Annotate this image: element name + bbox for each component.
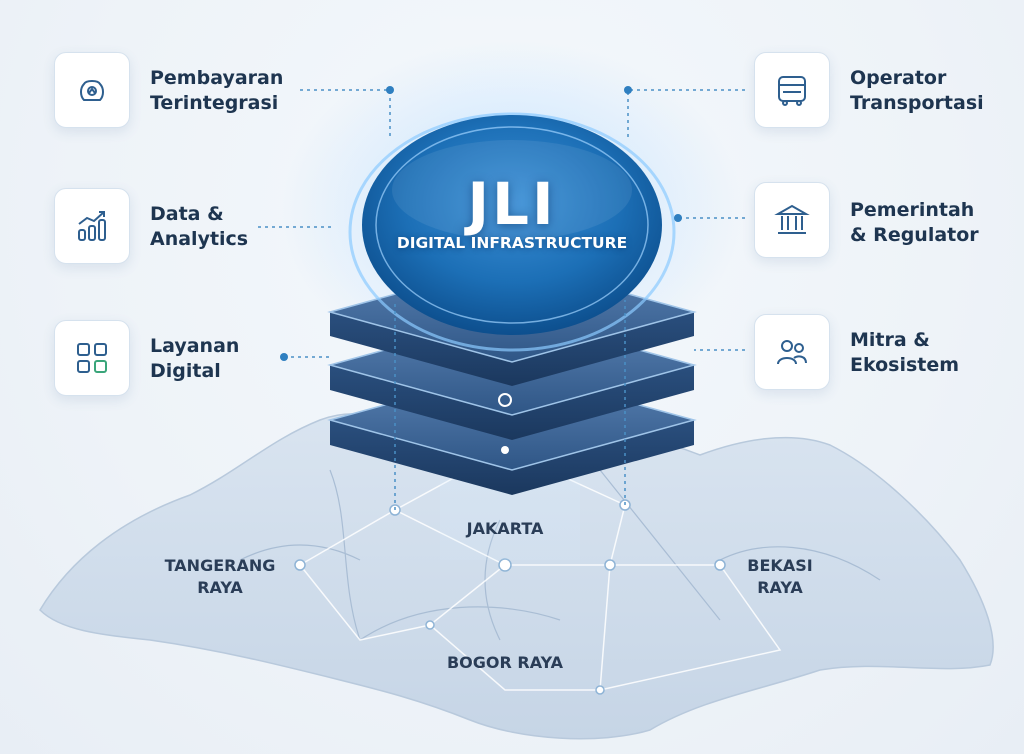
node-card-pembayaran — [54, 52, 130, 128]
region-label-bogor: BOGOR RAYA — [446, 653, 564, 672]
core-title: JLI — [467, 170, 557, 238]
map-region-borders — [239, 469, 881, 641]
core-disc — [348, 112, 676, 352]
bus-icon — [778, 76, 806, 106]
node-label-layanan-digital: Layanan Digital — [150, 335, 240, 382]
node-card-mitra — [754, 314, 830, 390]
network-nodes — [294, 499, 726, 695]
node-label-pembayaran: Pembayaran Terintegrasi — [150, 67, 284, 114]
connector-lines — [258, 89, 745, 510]
node-label-data-analytics: Data & Analytics — [150, 203, 249, 250]
core-subtitle: DIGITAL INFRASTRUCTURE — [396, 234, 628, 252]
region-label-jakarta: JAKARTA — [466, 519, 544, 538]
government-building-icon — [774, 204, 810, 234]
map-landmass — [39, 413, 994, 740]
platform-stack — [327, 261, 697, 495]
wallet-icon — [80, 80, 104, 101]
node-label-pemerintah: Pemerintah & Regulator — [850, 199, 979, 246]
region-label-tangerang: TANGERANG RAYA — [164, 556, 276, 597]
node-card-operator — [754, 52, 830, 128]
partners-icon — [777, 340, 807, 365]
connector-dots — [280, 86, 682, 361]
node-label-operator: Operator Transportasi — [850, 67, 984, 114]
regional-map — [39, 413, 994, 740]
node-card-layanan-digital — [54, 320, 130, 396]
node-card-pemerintah — [754, 182, 830, 258]
grid-icon — [77, 343, 107, 373]
node-card-data-analytics — [54, 188, 130, 264]
node-label-mitra: Mitra & Ekosistem — [850, 329, 960, 376]
bar-chart-icon — [78, 211, 106, 241]
region-label-bekasi: BEKASI RAYA — [747, 556, 813, 597]
